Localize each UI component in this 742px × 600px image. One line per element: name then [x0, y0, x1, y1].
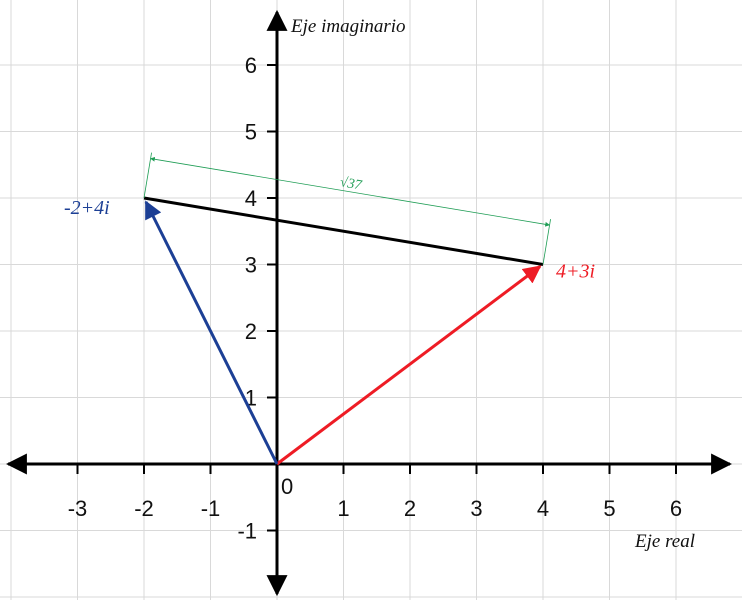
dimension-extension-line: [542, 219, 551, 265]
x-tick-label: 6: [670, 496, 682, 521]
vector-z1-arrow: [276, 265, 542, 466]
vector-z2-arrow: [144, 200, 279, 465]
axis-tick-labels: -3 -2 -1 1 2 3 4 5 6 -1 1 2 3 4 5 6: [68, 53, 682, 544]
real-axis-label: Eje real: [634, 531, 695, 552]
x-tick-label: 1: [337, 496, 349, 521]
x-tick-label: -2: [134, 496, 154, 521]
distance-label: √37: [339, 175, 364, 194]
y-tick-label: 6: [245, 53, 257, 78]
x-tick-label: -3: [68, 496, 88, 521]
y-tick-label: 5: [245, 120, 257, 145]
x-tick-label: 4: [537, 496, 549, 521]
y-tick-label: 3: [245, 253, 257, 278]
x-tick-label: -1: [201, 496, 221, 521]
dimension-line: [150, 156, 551, 227]
axes: [5, 9, 733, 597]
x-tick-label: 5: [603, 496, 615, 521]
x-tick-label: 2: [404, 496, 416, 521]
y-tick-label: 4: [245, 186, 257, 211]
distance-dimension: √37: [143, 152, 551, 265]
y-tick-label: -1: [237, 519, 257, 544]
x-tick-label: 3: [470, 496, 482, 521]
y-tick-label: 2: [245, 319, 257, 344]
dimension-extension-line: [143, 152, 152, 199]
origin-label: 0: [281, 474, 293, 499]
point-z2-label: -2+4i: [64, 197, 110, 219]
axis-ticks: [76, 64, 677, 532]
y-tick-label: 1: [245, 386, 257, 411]
imaginary-axis-label: Eje imaginario: [290, 16, 406, 37]
point-z1-label: 4+3i: [556, 261, 595, 283]
